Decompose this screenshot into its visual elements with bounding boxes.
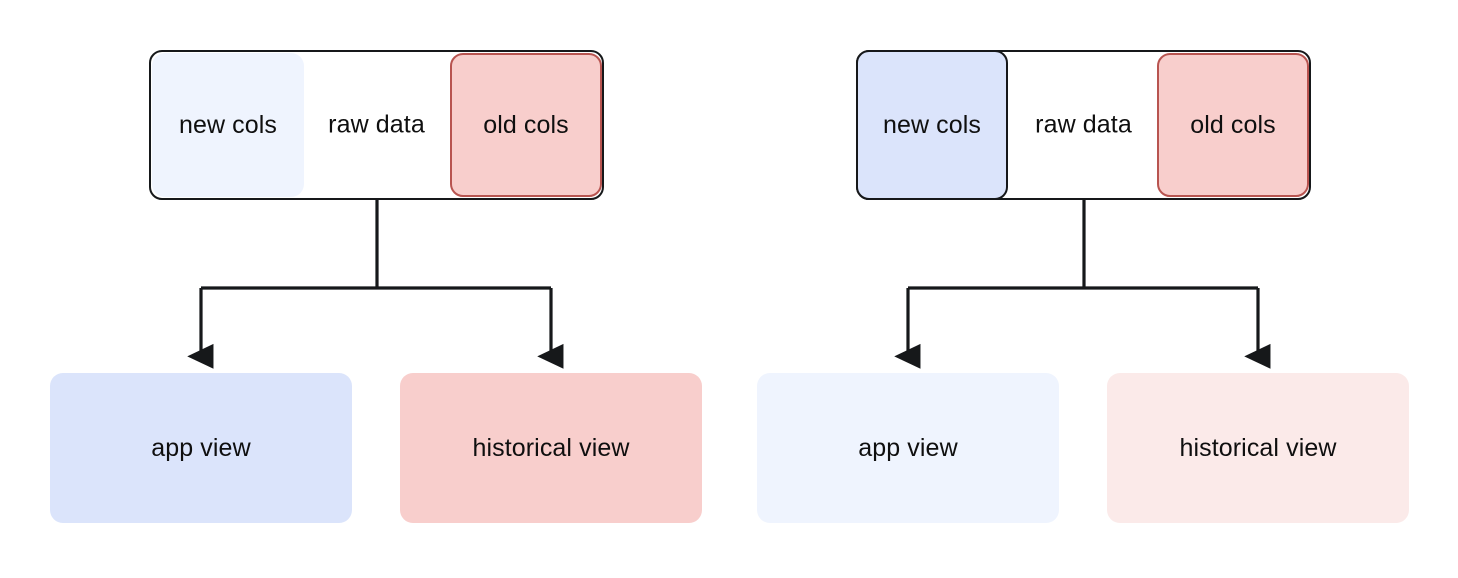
app-view-node-left[interactable]: app view [50,373,352,523]
app-view-label-left: app view [151,433,251,462]
old-cols-chip-right[interactable]: old cols [1157,53,1309,197]
raw-data-label-right: raw data [1035,110,1132,139]
app-view-label-right: app view [858,433,958,462]
historical-view-label-right: historical view [1179,433,1337,462]
app-view-node-right[interactable]: app view [757,373,1059,523]
new-cols-chip-right[interactable]: new cols [856,50,1008,200]
old-cols-label-right: old cols [1190,110,1276,139]
historical-view-label-left: historical view [472,433,630,462]
old-cols-chip-left[interactable]: old cols [450,53,602,197]
left-panel-connectors [187,200,564,369]
new-cols-chip-left[interactable]: new cols [152,53,304,197]
historical-view-node-right[interactable]: historical view [1107,373,1409,523]
new-cols-label-left: new cols [178,110,278,139]
new-cols-label-right: new cols [882,110,982,139]
historical-view-node-left[interactable]: historical view [400,373,702,523]
raw-data-label-left: raw data [328,110,425,139]
old-cols-label-left: old cols [483,110,569,139]
right-panel-connectors [894,200,1271,369]
